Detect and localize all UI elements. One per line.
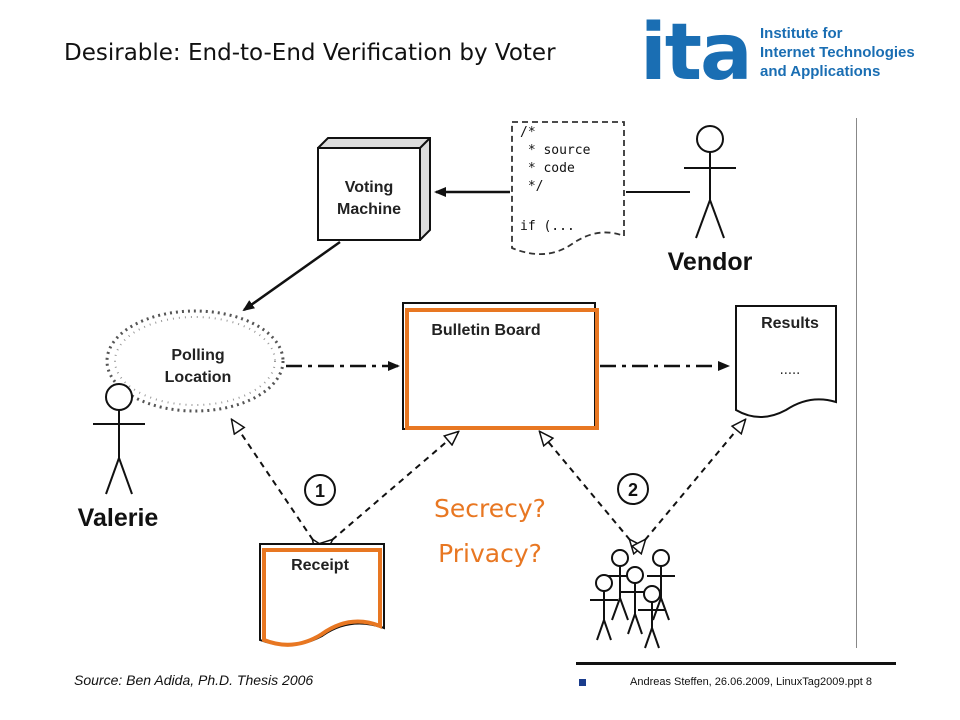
code-line: /* (520, 125, 536, 140)
observers-group (590, 549, 675, 649)
polling-location-label: Location (165, 369, 232, 386)
vendor-figure (684, 125, 736, 239)
code-line: * code (520, 161, 575, 176)
code-line: if (... (520, 219, 575, 234)
observer-figure (638, 585, 666, 649)
slide-title: Desirable: End-to-End Verification by Vo… (64, 40, 556, 66)
polling-location: Polling Location (105, 309, 285, 413)
ita-logo: ita Institute for Internet Technologies … (640, 8, 930, 98)
privacy-label: Privacy? (438, 539, 542, 568)
voting-machine: Voting Machine (317, 137, 431, 241)
divider-line (856, 118, 857, 648)
polling-receipt-arrow (232, 420, 313, 540)
results-label: Results (761, 315, 819, 332)
svg-text:2: 2 (628, 480, 638, 500)
source-code-document: /* * source * code */ if (... (511, 121, 625, 256)
footer-credit: Andreas Steffen, 26.06.2009, LinuxTag200… (630, 676, 872, 688)
voter-label: Valerie (78, 504, 159, 532)
secrecy-label: Secrecy? (434, 494, 546, 523)
results-observers-arrow (645, 420, 745, 540)
voting-machine-label: Machine (337, 201, 401, 218)
bulletin-board-label: Bulletin Board (431, 322, 540, 339)
polling-location-label: Polling (171, 347, 224, 364)
receipt-board-arrow (332, 432, 458, 540)
board-observers-arrow (540, 432, 630, 540)
observer-figure (621, 566, 649, 635)
receipt-highlight (262, 548, 382, 647)
observer-figure (606, 549, 634, 621)
observer-figure (590, 574, 618, 641)
logo-mark: ita (640, 8, 753, 98)
source-citation: Source: Ben Adida, Ph.D. Thesis 2006 (74, 672, 314, 688)
logo-line: and Applications (760, 63, 881, 80)
board-highlight (405, 308, 599, 430)
footer-rule (576, 662, 896, 665)
svg-text:1: 1 (315, 481, 325, 501)
logo-text: Institute for Internet Technologies and … (760, 24, 915, 81)
voter-figure (93, 383, 145, 495)
receipt-label: Receipt (291, 557, 349, 574)
footer-bullet-icon (579, 679, 586, 686)
verification-arrows (232, 420, 745, 540)
bulletin-board: Bulletin Board (402, 302, 599, 430)
voting-machine-label: Voting (345, 179, 394, 196)
vendor-label: Vendor (668, 248, 753, 276)
logo-line: Internet Technologies (760, 44, 915, 61)
receipt-document: Receipt (259, 543, 385, 647)
step-2: 2 (617, 473, 649, 505)
results-dots: ..... (780, 363, 801, 378)
logo-line: Institute for (760, 25, 843, 42)
code-line: */ (520, 179, 543, 194)
step-1: 1 (304, 474, 336, 506)
code-line: * source (520, 143, 591, 158)
results-document: Results ..... (735, 305, 837, 418)
machine-to-polling-arrow (242, 240, 341, 312)
